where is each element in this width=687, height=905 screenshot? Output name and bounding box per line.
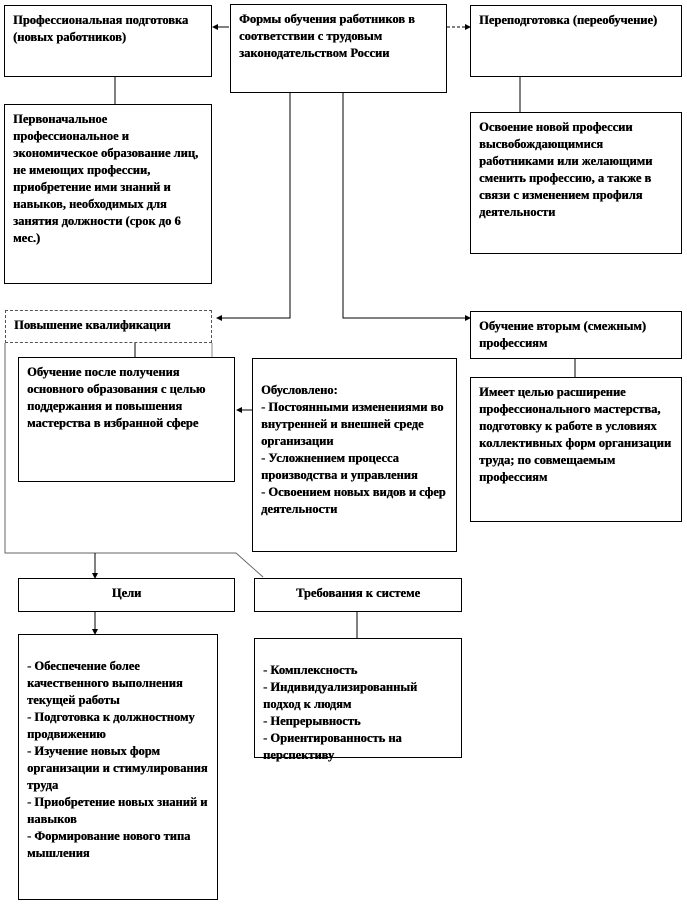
qualification-label: Повышение квалификации [14,318,171,332]
prof-training-box: Профессиональная подготовка (новых работ… [4,5,212,77]
requirements-label: Требования к системе [295,586,421,600]
qualification-box: Повышение квалификации [5,310,212,343]
forms-of-training-label: Формы обучения работников в соответствии… [239,12,415,60]
second-prof-label: Обучение вторым (смежным) профессиям [479,319,646,350]
arrow-to-qualification [216,93,291,321]
goals-list-box: - Обеспечение более качественного выполн… [18,634,218,900]
requirements-list-box: - Комплексность - Индивидуализированный … [254,638,462,762]
qualification-desc-box: Обучение после получения основного образ… [18,357,235,482]
forms-of-training-box: Формы обучения работников в соответствии… [230,4,447,93]
second-prof-box: Обучение вторым (смежным) профессиям [470,311,682,359]
goals-list: - Обеспечение более качественного выполн… [27,659,208,860]
retraining-desc: Освоение новой профессии высвобождающими… [479,120,653,219]
retraining-desc-box: Освоение новой профессии высвобождающими… [470,112,682,254]
second-prof-desc-box: Имеет целью расширение профессионального… [470,377,682,522]
retraining-box: Переподготовка (переобучение) [470,5,682,77]
requirements-list: - Комплексность - Индивидуализированный … [263,663,418,762]
goals-label: Цели [111,586,142,600]
prof-training-label: Профессиональная подготовка (новых работ… [13,13,189,44]
requirements-box: Требования к системе [254,578,462,612]
qualification-desc: Обучение после получения основного образ… [27,365,206,430]
prof-training-desc-box: Первоначальное профессиональное и эконом… [4,104,212,284]
arrow-to-second-prof [342,93,471,321]
prof-training-desc: Первоначальное профессиональное и эконом… [13,112,199,245]
qualification-reasons-box: Обусловлено: - Постоянными изменениями в… [252,358,457,552]
qualification-reasons: Обусловлено: - Постоянными изменениями в… [261,383,446,516]
qualification-frame-outline [4,343,264,578]
second-prof-desc: Имеет целью расширение профессионального… [479,385,672,484]
retraining-label: Переподготовка (переобучение) [479,13,658,27]
goals-box: Цели [18,578,235,612]
